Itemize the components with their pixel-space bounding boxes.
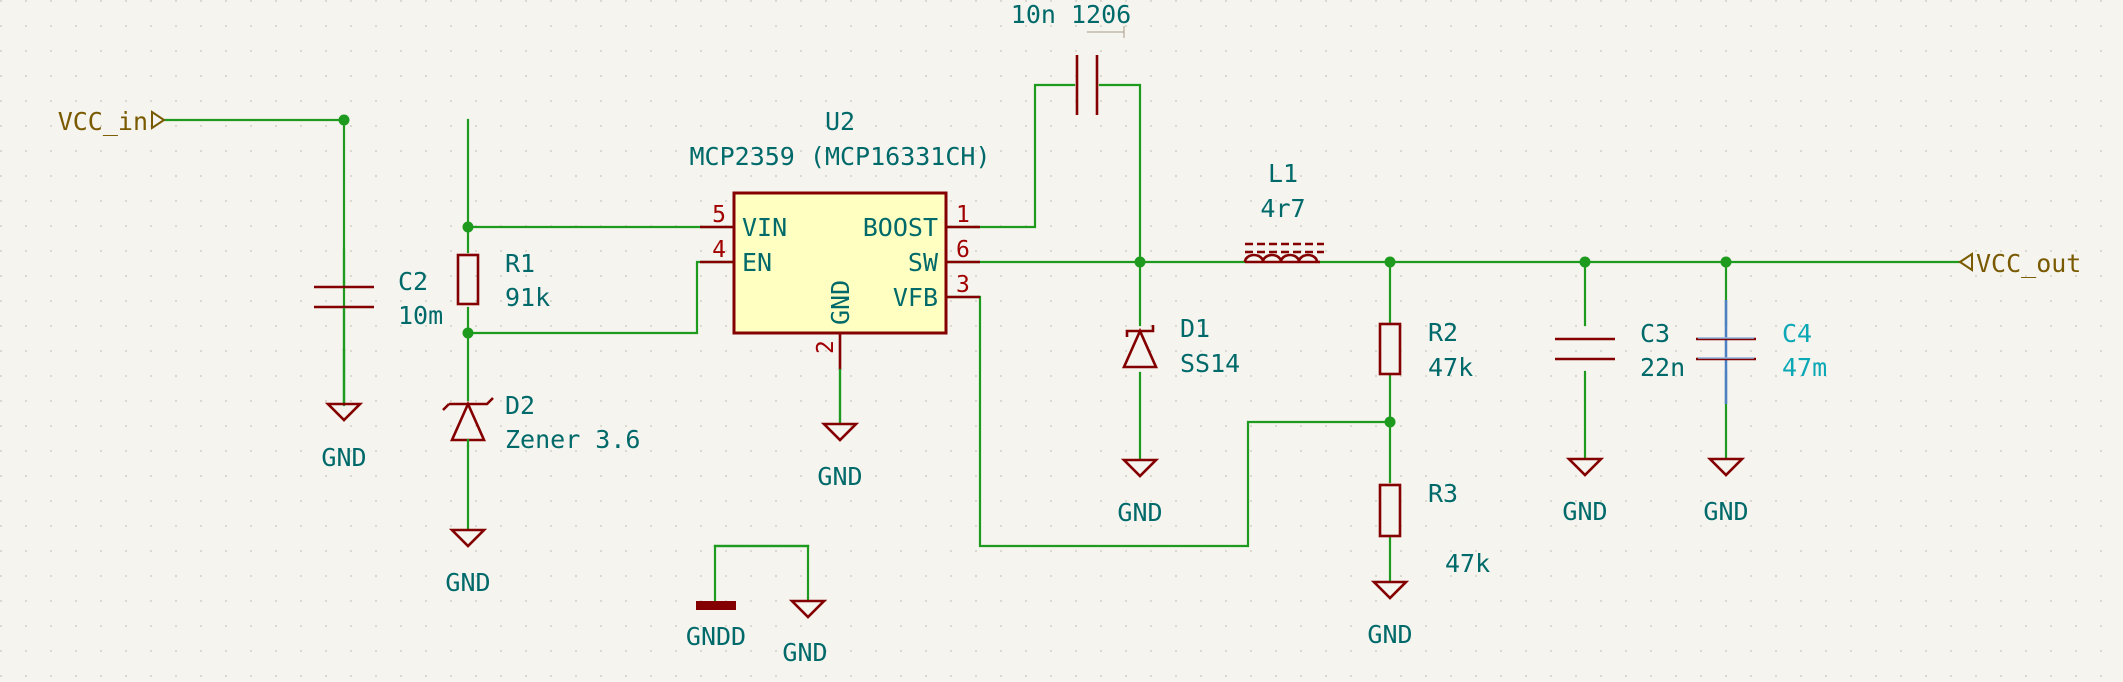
c3-ref: C3: [1640, 319, 1670, 348]
capacitor-c4[interactable]: C4 47m: [1696, 300, 1827, 404]
boost-cap-value: 10n 1206: [1011, 0, 1131, 29]
gndd-bar: [696, 601, 736, 610]
r3-ref: R3: [1428, 479, 1458, 508]
junctions: [338, 114, 1732, 428]
label-vcc-out[interactable]: VCC_out: [1958, 249, 2081, 278]
junction-dot: [338, 114, 350, 126]
gnd-symbol[interactable]: GND: [1562, 457, 1608, 526]
label-vcc-out-text: VCC_out: [1976, 249, 2081, 278]
junction-dot: [1720, 256, 1732, 268]
r1-ref: R1: [505, 249, 535, 278]
d1-value: SS14: [1180, 349, 1240, 378]
pin-vfb-name: VFB: [893, 283, 938, 312]
gnd-label: GND: [321, 443, 366, 472]
resistor-r2[interactable]: R2 47k: [1378, 318, 1473, 382]
pin-vin-name: VIN: [742, 213, 787, 242]
gnd-label: GND: [817, 462, 862, 491]
d2-ref: D2: [505, 391, 535, 420]
gndd-symbol[interactable]: GNDD: [686, 544, 810, 651]
gnd-label: GND: [1367, 620, 1412, 649]
gnd-symbol[interactable]: GND: [1117, 458, 1163, 527]
gndd-label: GNDD: [686, 622, 746, 651]
u2-value: MCP2359 (MCP16331CH): [689, 142, 990, 171]
pin-gnd-name: GND: [826, 280, 855, 325]
inductor-l1[interactable]: L1 4r7: [1243, 159, 1324, 264]
l1-ref: L1: [1268, 159, 1298, 188]
resistor-r1[interactable]: R1 91k: [456, 249, 550, 312]
capacitor-boost[interactable]: 10n 1206: [1011, 0, 1131, 115]
pin-boost-name: BOOST: [863, 213, 938, 242]
d2-value: Zener 3.6: [505, 425, 640, 454]
resistor-r3[interactable]: R3 47k: [1378, 479, 1490, 578]
gnd-symbol[interactable]: GND: [817, 368, 863, 491]
capacitor-c3[interactable]: C3 22n: [1555, 319, 1685, 382]
output-port-icon: [1958, 252, 1973, 272]
gnd-label: GND: [445, 568, 490, 597]
label-vcc-in[interactable]: VCC_in: [58, 107, 166, 136]
c3-value: 22n: [1640, 353, 1685, 382]
gnd-symbol[interactable]: GND: [1367, 580, 1413, 649]
pin-sw-name: SW: [908, 248, 939, 277]
r2-ref: R2: [1428, 318, 1458, 347]
l1-value: 4r7: [1260, 194, 1305, 223]
c4-ref: C4: [1782, 319, 1812, 348]
pin-vin-number: 5: [712, 202, 726, 228]
junction-dot: [1384, 256, 1396, 268]
r1-value: 91k: [505, 283, 550, 312]
pin-vfb-number: 3: [956, 272, 970, 298]
r3-value: 47k: [1445, 549, 1490, 578]
label-vcc-in-text: VCC_in: [58, 107, 148, 136]
gnd-label: GND: [1562, 497, 1607, 526]
ic-u2[interactable]: U2 MCP2359 (MCP16331CH) VIN EN BOOST SW …: [689, 107, 991, 370]
input-port-icon: [151, 110, 166, 130]
c4-value: 47m: [1782, 353, 1827, 382]
pin-en-number: 4: [712, 237, 726, 263]
capacitor-c2[interactable]: C2 10m: [314, 248, 443, 352]
gnd-label: GND: [782, 638, 827, 667]
gnd-symbol[interactable]: GND: [1703, 457, 1749, 526]
c2-value: 10m: [398, 301, 443, 330]
gnd-symbol[interactable]: GND: [782, 599, 828, 667]
pin-en-name: EN: [742, 248, 772, 277]
pin-boost-number: 1: [956, 202, 970, 228]
schottky-diode-d1[interactable]: D1 SS14: [1121, 314, 1240, 378]
zener-diode-d2[interactable]: D2 Zener 3.6: [442, 391, 640, 454]
d1-ref: D1: [1180, 314, 1210, 343]
pin-sw-number: 6: [956, 237, 970, 263]
pin-gnd-number: 2: [813, 340, 839, 354]
junction-dot: [462, 327, 474, 339]
gnd-symbol[interactable]: GND: [445, 528, 491, 597]
u2-ref: U2: [825, 107, 855, 136]
gnd-label: GND: [1117, 498, 1162, 527]
c2-ref: C2: [398, 267, 428, 296]
junction-dot: [462, 221, 474, 233]
gnd-label: GND: [1703, 497, 1748, 526]
r2-value: 47k: [1428, 353, 1473, 382]
gnd-symbol[interactable]: GND: [321, 348, 367, 472]
junction-dot: [1579, 256, 1591, 268]
junction-dot: [1134, 256, 1146, 268]
junction-dot: [1384, 416, 1396, 428]
